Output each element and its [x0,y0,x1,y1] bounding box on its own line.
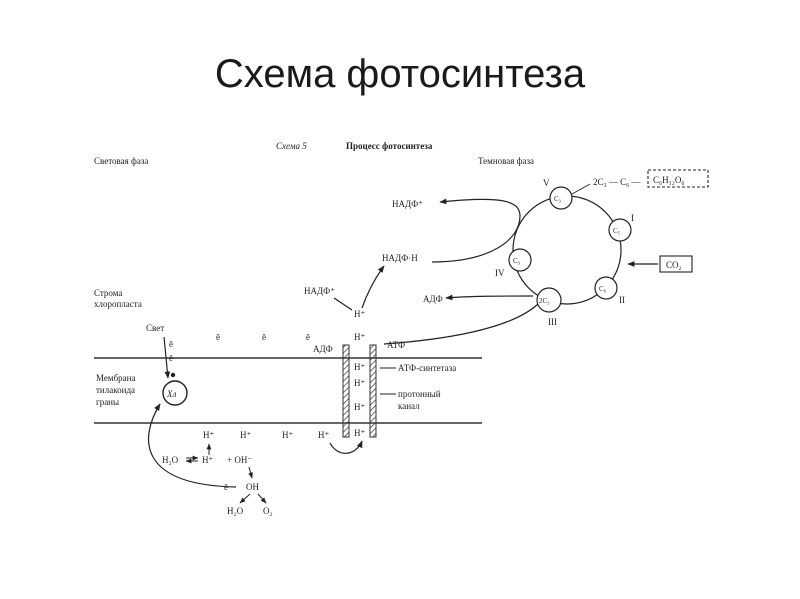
channel-wall-left [342,344,350,438]
electron-near-light-1: ē [169,339,173,349]
cycle-c6-label: C₆ [599,285,607,293]
stroma-label-line2: хлоропласта [94,299,142,309]
roman-2: II [619,295,625,305]
water-product: H₂O [227,506,244,516]
electron-stroma-2: ē [262,332,266,342]
nadp-plus-lower: НАДФ⁺ [304,286,335,296]
water-label: H₂O [162,455,179,465]
membrane-label-line2: тилакоида [96,385,135,395]
membrane-label-line1: Мембрана [96,373,135,383]
co2-box [659,255,693,273]
adp-label-channel: АДФ [313,344,333,354]
slide-title: Схема фотосинтеза [214,52,586,96]
cycle-node-c5 [608,218,632,242]
cycle-node-c3-left [508,248,532,272]
glucose-label: C₆H₁₂O₆ [653,175,685,185]
glucose-box [647,169,709,188]
channel-wall-right [369,344,377,438]
oh-label: OH [246,482,259,492]
atp-to-adp-cycle-arrow [445,294,534,301]
proton-flow-arrow [329,440,363,454]
cycle-node-c3-top [549,186,573,210]
electron-to-chlorophyll-arrow [148,403,237,488]
cycle-node-c6 [594,276,618,300]
roman-1: I [631,213,634,223]
roman-4: IV [495,268,505,278]
proton-lumen-1: H⁺ [203,430,214,440]
proton-channel-label-1: протонный [398,389,441,399]
scheme-title: Процесс фотосинтеза [346,141,433,151]
electron-near-light-2: ē [169,353,173,363]
roman-5: V [543,178,550,188]
nadp-plus-upper: НАДФ⁺ [392,199,423,209]
proton-to-nadph-arrow [361,265,385,309]
oh-to-oxygen-arrow [257,493,267,504]
proton-channel-1: H⁺ [354,362,365,372]
nadp-to-proton-line [333,297,353,311]
membrane-label-line3: граны [96,397,119,407]
cycle-node-2c3 [536,287,562,313]
proton-channel-3: H⁺ [354,402,365,412]
oh-to-water-arrow [239,493,251,504]
stroma-label-line1: Строма [94,288,122,298]
atp-label-channel: АТФ [387,340,405,350]
atp-to-cycle-line [383,303,539,345]
oxygen-label: O₂ [263,506,273,516]
hydroxyl-down-arrow [248,466,253,479]
electron-stroma-1: ē [216,332,220,342]
proton-channel-2: H⁺ [354,378,365,388]
scheme-number: Схема 5 [276,141,307,151]
cycle-c3-left-label: C₃ [513,257,521,265]
cycle-c3-top-label: C₃ [554,195,562,203]
adp-label-cycle: АДФ [423,294,443,304]
light-arrow [163,336,171,379]
electron-stroma-3: ē [306,332,310,342]
cycle-2c3-label: 2C₃ [539,297,550,305]
proton-lumen-4: H⁺ [318,430,329,440]
nadph-to-nadp-arrow [431,198,521,263]
proton-lumen-2: H⁺ [240,430,251,440]
co2-label: CO₂ [666,260,682,270]
proton-stroma: H⁺ [354,309,365,319]
proton-channel-top: H⁺ [354,332,365,342]
proton-water: H⁺ [202,455,213,465]
roman-3: III [548,317,557,327]
proton-channel-label-2: канал [398,401,420,411]
proton-lumen-3: H⁺ [282,430,293,440]
hydroxyl-label: + OH⁻ [227,455,252,465]
c3-to-chain-line [571,183,591,195]
atp-synthase-label: АТФ-синтетаза [398,363,456,373]
chlorophyll-circle [162,380,188,406]
dark-phase-label: Темновая фаза [478,156,534,166]
glucose-chain-prefix: 2C₃ — C₆ — [593,177,642,187]
proton-channel-4: H⁺ [354,428,365,438]
excited-electron-dot [170,372,176,378]
nadph-label: НАДФ·Н [382,253,418,263]
light-phase-label: Световая фаза [94,156,148,166]
chlorophyll-label: Хл [166,389,176,399]
light-label: Свет [146,323,164,333]
cycle-c5-label: C₅ [613,227,621,235]
